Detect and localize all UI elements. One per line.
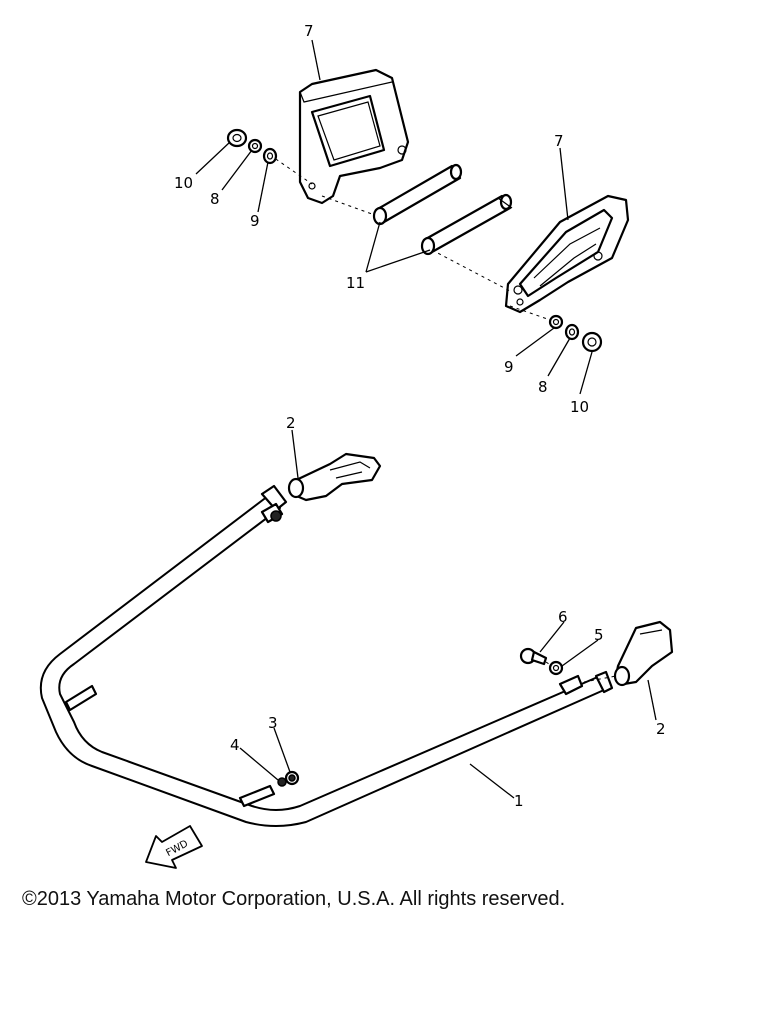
callout-3: 3 [268,714,278,732]
callout-10-lower: 10 [570,398,589,416]
callout-8-upper: 8 [210,190,220,208]
callout-9-lower: 9 [504,358,514,376]
washer-8-upper [247,138,263,154]
rod-lower [420,193,513,256]
callout-6: 6 [558,608,568,626]
callout-7-right: 7 [554,132,564,150]
callout-9-upper: 9 [250,212,260,230]
end-cap-left [287,452,382,502]
fwd-arrow-icon: FWD [145,825,203,869]
callout-8-lower: 8 [538,378,548,396]
callout-10-upper: 10 [174,174,193,192]
nut-3 [284,770,300,786]
callout-2-left: 2 [286,414,296,432]
leader-lines [195,39,657,799]
bracket-upper-left [298,68,410,205]
exploded-parts-diagram: 7 7 10 8 9 11 9 8 10 2 6 5 2 3 4 1 FWD [39,22,674,869]
callout-5: 5 [594,626,604,644]
callout-7-upper: 7 [304,22,314,40]
nut-10-upper [226,128,248,148]
nut-10-lower [581,331,603,353]
callout-1: 1 [514,792,524,810]
callout-2-right: 2 [656,720,666,738]
washer-8-lower [564,323,580,341]
washer-9-lower [548,314,564,330]
callout-4: 4 [230,736,240,754]
bolt-6 [519,647,548,666]
copyright-notice: ©2013 Yamaha Motor Corporation, U.S.A. A… [22,888,566,910]
washer-5 [548,660,564,676]
rod-upper [372,163,463,226]
washer-9-upper [262,147,278,165]
callout-11: 11 [346,274,365,292]
bracket-right [504,194,630,314]
end-cap-right [613,620,674,687]
bumper-bar [39,484,614,827]
washer-4 [277,777,287,787]
